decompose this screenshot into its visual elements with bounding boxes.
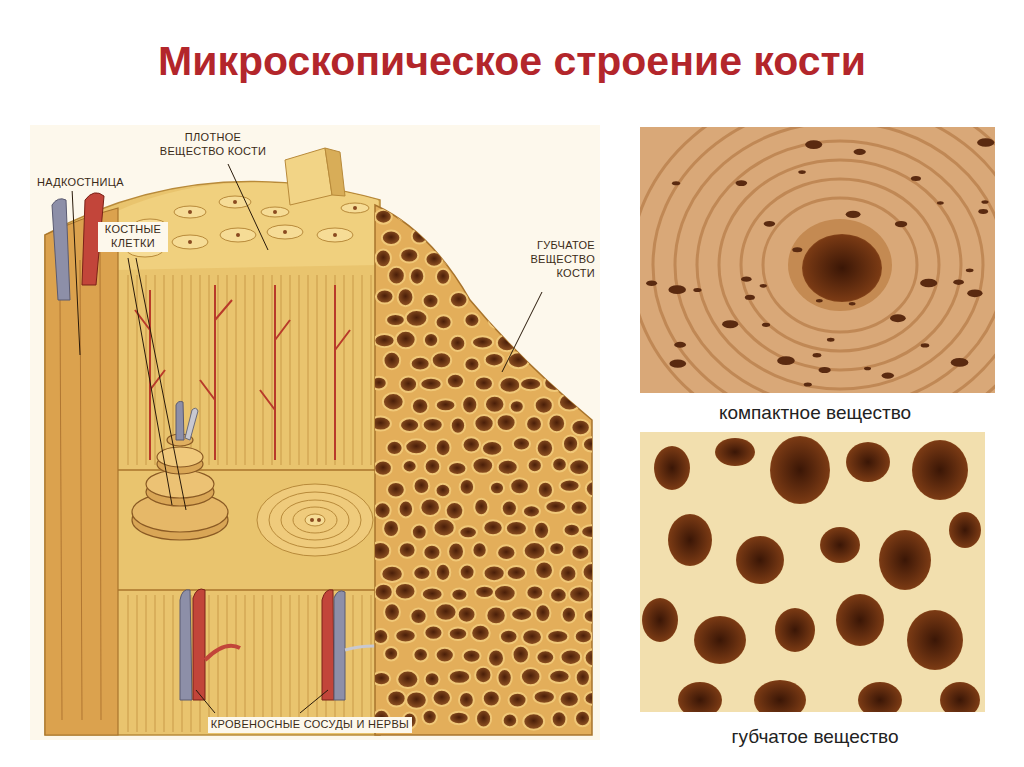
bone-block-side — [325, 148, 345, 196]
label-holder: КОСТНЫЕ КЛЕТКИ — [98, 222, 168, 252]
callout-label: КРОВЕНОСНЫЕ СОСУДЫ И НЕРВЫ — [208, 717, 412, 733]
callout-label: ПЛОТНОЕ ВЕЩЕСТВО КОСТИ — [150, 130, 276, 160]
title-holder: Микроскопическое строение кости — [0, 38, 1024, 85]
thin-vessels — [135, 285, 350, 460]
callout-label: НАДКОСТНИЦА — [34, 175, 127, 191]
callout-label: ГУБЧАТОЕ ВЕЩЕСТВО КОСТИ — [508, 238, 598, 281]
label-holder: НАДКОСТНИЦА — [34, 172, 144, 191]
osteon-nerve — [185, 408, 198, 440]
panel-ground — [30, 125, 600, 740]
callout-label: КОСТНЫЕ КЛЕТКИ — [98, 222, 168, 252]
lamellae — [128, 275, 371, 732]
osteon-stack — [132, 434, 228, 540]
osteon-vessel — [176, 401, 184, 440]
compact-photo — [640, 127, 995, 393]
osteon-canal — [310, 518, 314, 522]
label-holder: ПЛОТНОЕ ВЕЩЕСТВО КОСТИ — [150, 130, 276, 160]
leader-lines — [72, 164, 542, 713]
compact-bone — [45, 181, 380, 735]
osteon-canals-top — [143, 200, 357, 252]
osteon-cross-section — [257, 484, 373, 556]
photo-caption: губчатое вещество — [732, 726, 899, 748]
spongy-bone — [375, 205, 592, 735]
spongy-cavities — [370, 205, 605, 730]
label-holder: ГУБЧАТОЕ ВЕЩЕСТВО КОСТИ — [508, 238, 598, 281]
photo-caption: компактное вещество — [719, 402, 911, 424]
block-edge — [118, 469, 380, 471]
osteon-canal — [317, 518, 321, 522]
spongy-photo — [640, 432, 985, 712]
periosteum-fibers — [60, 240, 101, 720]
bone-block — [285, 148, 332, 205]
label-holder: губчатое вещество — [635, 726, 995, 748]
periosteum — [45, 208, 118, 735]
label-holder: компактное вещество — [635, 402, 995, 424]
label-holder: КРОВЕНОСНЫЕ СОСУДЫ И НЕРВЫ — [130, 714, 490, 733]
title: Микроскопическое строение кости — [158, 38, 866, 85]
